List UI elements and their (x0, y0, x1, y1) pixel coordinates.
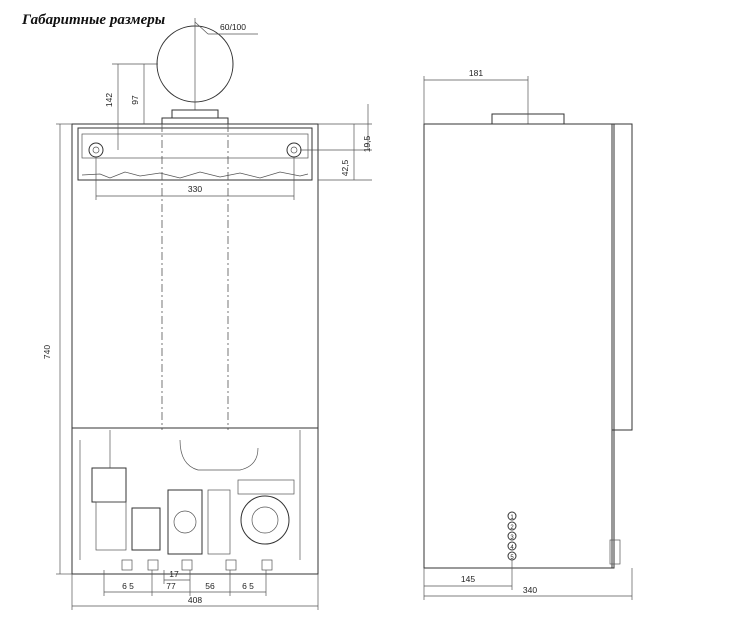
dim-height-740: 740 (42, 345, 52, 359)
dim-97: 97 (130, 95, 140, 105)
connection-label-2: 2 (510, 525, 514, 531)
mount-hole-right (286, 142, 302, 158)
dim-65-left: 6 5 (122, 581, 134, 591)
connection-marker-3 (507, 531, 517, 541)
side-latch (609, 539, 621, 565)
gas-valve-dial (173, 510, 197, 534)
dim-65-right: 6 5 (242, 581, 254, 591)
dim-17: 17 (169, 569, 179, 579)
dim-77: 77 (166, 581, 176, 591)
dim-145: 145 (461, 574, 475, 584)
connection-stub-3 (181, 559, 193, 571)
connection-marker-1 (507, 511, 517, 521)
boiler-body-front (71, 123, 319, 575)
expansion-valve (91, 467, 127, 503)
gas-valve (167, 489, 203, 555)
flue-connector (171, 109, 219, 119)
connection-stub-2 (147, 559, 159, 571)
flue-collar (161, 117, 229, 125)
connection-marker-4 (507, 541, 517, 551)
dim-42-5: 42,5 (340, 159, 350, 176)
circulation-pump (240, 495, 290, 545)
dim-408: 408 (188, 595, 202, 605)
hydraulic-group (79, 430, 301, 560)
connection-stub-5 (261, 559, 273, 571)
connection-markers: 1 2 3 4 5 (507, 511, 517, 561)
front-view: 60/100 (42, 18, 372, 610)
safety-valve (131, 507, 161, 551)
boiler-body-side (423, 123, 615, 569)
dim-181: 181 (469, 68, 483, 78)
side-view: 1 2 3 4 5 181 145 340 (423, 68, 633, 600)
filling-valve (95, 501, 127, 551)
bracket-break-line (81, 171, 309, 179)
mount-hole-right-inner (290, 146, 298, 154)
mount-hole-left-inner (92, 146, 100, 154)
connection-stub-4 (225, 559, 237, 571)
pump-housing-top (237, 479, 295, 495)
mounting-bracket (77, 127, 313, 181)
side-front-panel (611, 123, 633, 431)
diverter-valve (207, 489, 231, 555)
connection-label-5: 5 (510, 555, 514, 561)
pump-rotor (251, 506, 279, 534)
dim-19-5: 19,5 (362, 135, 372, 152)
connection-label-1: 1 (510, 515, 514, 521)
dim-340: 340 (523, 585, 537, 595)
diagram-title: Габаритные размеры (22, 12, 166, 28)
flue-label-leader (194, 21, 209, 35)
dim-56: 56 (205, 581, 215, 591)
mount-hole-left (88, 142, 104, 158)
pipe-loop (179, 439, 259, 471)
bottom-connections (121, 559, 273, 571)
flue-size-label: 60/100 (220, 22, 246, 32)
connection-stub-1 (121, 559, 133, 571)
connection-marker-2 (507, 521, 517, 531)
connection-label-4: 4 (510, 545, 514, 551)
dim-142: 142 (104, 93, 114, 107)
bracket-plate (81, 133, 309, 159)
dim-330: 330 (188, 184, 202, 194)
connection-label-3: 3 (510, 535, 514, 541)
